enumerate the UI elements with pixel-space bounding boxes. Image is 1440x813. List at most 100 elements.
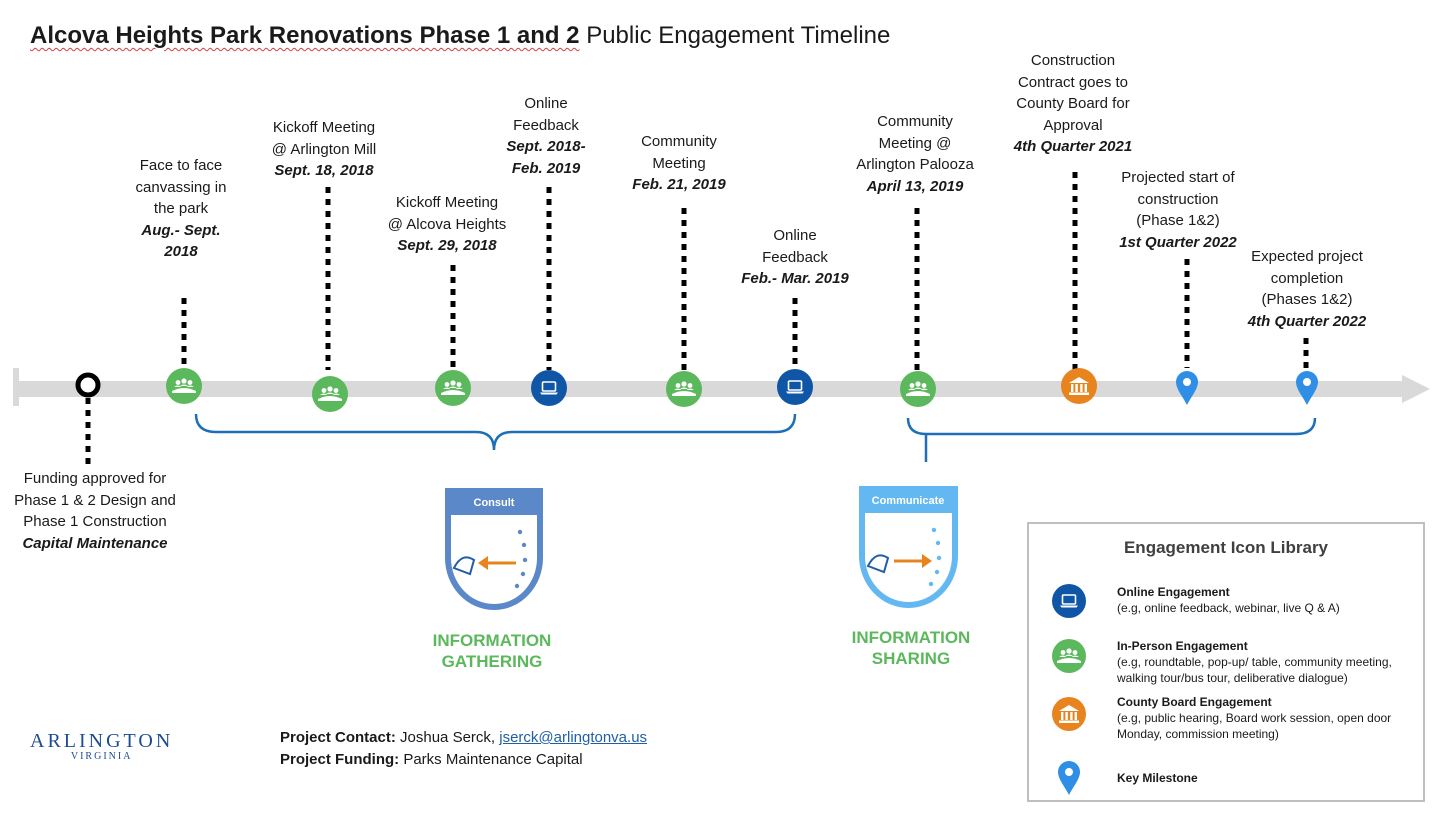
legend-item-desc: walking tour/bus tour, deliberative dial… — [1117, 671, 1348, 685]
milestone-text: (Phases 1&2) — [1261, 291, 1353, 308]
milestone-date: 1st Quarter 2022 — [1119, 233, 1237, 251]
milestone-date: Aug.- Sept. 2018 — [141, 221, 221, 261]
communicate-badge-label: Communicate — [872, 495, 945, 507]
milestone-text: Meeting — [652, 154, 706, 172]
project-info: Project Contact: Joshua Serck, jserck@ar… — [280, 727, 647, 771]
map-pin-icon — [1058, 761, 1080, 795]
laptop-icon — [531, 370, 567, 406]
milestone-text: Community — [641, 133, 717, 150]
phase-label-line: SHARING — [871, 649, 951, 668]
milestone-text: Expected project — [1251, 248, 1363, 265]
milestone-text: Feedback — [762, 248, 828, 266]
milestone-text: Online — [524, 95, 568, 112]
milestone-date: 4th Quarter 2022 — [1247, 312, 1367, 330]
courthouse-icon — [1061, 368, 1097, 404]
milestone-community-1: Community Meeting Feb. 21, 2019 — [632, 131, 725, 196]
milestone-date: Sept. 18, 2018 — [274, 162, 374, 179]
phase-label-consult: INFORMATION GATHERING — [433, 630, 552, 672]
milestone-online-1: Online Feedback Sept. 2018- Feb. 2019 — [496, 93, 596, 179]
logo-name: ARLINGTON — [30, 730, 174, 752]
milestone-text: Online — [773, 227, 817, 244]
funding-label: Project Funding: — [280, 751, 400, 768]
legend-item-desc: Monday, commission meeting) — [1117, 727, 1279, 741]
timeline-arrow — [1402, 375, 1430, 403]
legend-item-name: In-Person Engagement — [1117, 639, 1248, 653]
milestone-date: Sept. 29, 2018 — [397, 237, 497, 254]
logo-sub: VIRGINIA — [70, 751, 133, 762]
people-icon — [1052, 639, 1086, 673]
milestone-text: Kickoff Meeting — [272, 119, 376, 136]
laptop-icon — [777, 369, 813, 405]
courthouse-icon — [1052, 697, 1086, 731]
milestone-text: Funding approved for — [23, 470, 167, 487]
consult-bracket — [194, 413, 797, 451]
phase-label-line: INFORMATION — [432, 631, 552, 650]
engagement-icon-legend: Engagement Icon Library Online Engagemen… — [1027, 522, 1425, 802]
milestone-funding: Funding approved for Phase 1 & 2 Design … — [14, 468, 176, 554]
milestone-text: Meeting @ — [878, 134, 952, 152]
dotted-connectors — [85, 172, 1309, 465]
legend-item-name: Key Milestone — [1117, 771, 1198, 785]
milestone-text: Kickoff Meeting — [395, 194, 499, 211]
legend-item-desc: (e.g, roundtable, pop-up/ table, communi… — [1117, 655, 1392, 669]
milestone-online-2: Online Feedback Feb.- Mar. 2019 — [741, 225, 849, 290]
legend-item-name: County Board Engagement — [1117, 695, 1272, 709]
project-contact: Project Contact: Joshua Serck, jserck@ar… — [280, 727, 647, 749]
consult-badge-label: Consult — [474, 497, 515, 509]
milestone-text: the park — [153, 200, 209, 217]
laptop-icon — [1052, 584, 1086, 618]
milestone-date: 4th Quarter 2021 — [1013, 138, 1133, 155]
milestone-date: Feb.- Mar. 2019 — [741, 270, 849, 287]
legend-title: Engagement Icon Library — [1123, 538, 1329, 557]
milestone-text: @ Arlington Mill — [271, 140, 377, 158]
milestone-text: completion — [1270, 269, 1344, 287]
milestone-text: Phase 1 & 2 Design and — [14, 491, 176, 509]
milestone-text: Arlington Palooza — [856, 156, 974, 173]
milestone-kickoff-alcova: Kickoff Meeting @ Alcova Heights Sept. 2… — [388, 192, 507, 257]
milestone-text: Community — [877, 113, 953, 130]
phase-label-communicate: INFORMATION SHARING — [852, 627, 971, 669]
funding-value: Parks Maintenance Capital — [399, 751, 583, 768]
milestone-text: Face to face — [139, 157, 223, 174]
milestone-completion: Expected project completion (Phases 1&2)… — [1248, 246, 1366, 332]
in-person-icon — [435, 370, 471, 406]
in-person-icon — [900, 371, 936, 407]
milestone-date: April 13, 2019 — [866, 177, 964, 195]
phase-label-line: GATHERING — [441, 652, 543, 671]
map-pin-icon — [1176, 371, 1198, 405]
in-person-icon — [666, 371, 702, 407]
milestone-board: Construction Contract goes to County Boa… — [1014, 50, 1132, 158]
milestone-canvassing: Face to face canvassing in the park Aug.… — [136, 155, 227, 263]
project-funding: Project Funding: Parks Maintenance Capit… — [280, 749, 647, 771]
phase-label-line: INFORMATION — [851, 628, 971, 647]
legend-item-desc: (e.g, online feedback, webinar, live Q &… — [1117, 601, 1340, 615]
title-rest: Public Engagement Timeline — [579, 22, 891, 49]
milestone-date: Sept. 2018- Feb. 2019 — [506, 138, 586, 177]
milestone-community-2: Community Meeting @ Arlington Palooza Ap… — [856, 111, 974, 197]
communicate-badge: Communicate — [859, 486, 958, 609]
milestone-text: canvassing in — [135, 178, 227, 196]
milestone-text: construction — [1137, 190, 1219, 208]
milestone-kickoff-mill: Kickoff Meeting @ Arlington Mill Sept. 1… — [272, 117, 376, 182]
milestone-date: Feb. 21, 2019 — [632, 176, 726, 193]
milestone-start: Projected start of construction (Phase 1… — [1119, 167, 1237, 253]
communicate-bracket — [906, 417, 1317, 462]
milestone-text: Approval — [1043, 116, 1103, 134]
milestone-text: Phase 1 Construction — [23, 513, 167, 530]
milestone-text: (Phase 1&2) — [1136, 212, 1220, 229]
milestone-text: County Board for — [1016, 95, 1130, 112]
contact-email-link[interactable]: jserck@arlingtonva.us — [499, 729, 648, 746]
milestone-text: Contract goes to — [1017, 73, 1129, 91]
in-person-icon — [166, 368, 202, 404]
milestone-text: Construction — [1030, 52, 1116, 69]
start-marker — [75, 372, 101, 398]
title-bold: Alcova Heights Park Renovations Phase 1 … — [30, 22, 580, 49]
map-pin-icon — [1296, 371, 1318, 405]
arlington-logo: ARLINGTON VIRGINIA — [30, 730, 173, 762]
consult-badge: Consult — [445, 488, 543, 610]
milestone-text: @ Alcova Heights — [387, 215, 507, 233]
timeline-axis-start — [13, 368, 19, 406]
contact-name: Joshua Serck, — [395, 729, 500, 746]
milestone-text: Projected start of — [1121, 169, 1235, 186]
